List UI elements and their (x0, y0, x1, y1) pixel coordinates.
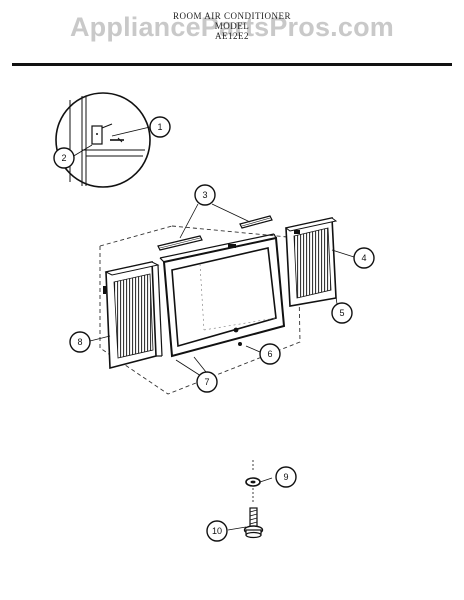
watermark-logo: AppliancePartsPros.com (69, 12, 394, 42)
callout-label: 10 (212, 526, 222, 536)
callout-7: 7 (196, 371, 218, 393)
callout-1: 1 (149, 116, 171, 138)
callout-8: 8 (69, 331, 91, 353)
cabinet-outline (99, 225, 301, 395)
callout-3: 3 (194, 184, 216, 206)
callout-2: 2 (53, 147, 75, 169)
diagram-title: ROOM AIR CONDITIONER (173, 11, 291, 21)
callout-6: 6 (259, 343, 281, 365)
callout-9: 9 (275, 466, 297, 488)
callout-5: 5 (331, 302, 353, 324)
model-number: AE12E2 (215, 31, 249, 41)
left-filter (103, 261, 163, 370)
callout-10: 10 (206, 520, 228, 542)
callout-label: 2 (61, 153, 66, 163)
front-frame (159, 233, 286, 358)
header-rule (12, 63, 452, 66)
washer (245, 460, 261, 504)
model-label: MODEL (214, 21, 250, 31)
callout-label: 5 (339, 308, 344, 318)
screw (243, 507, 264, 539)
callout-4: 4 (353, 247, 375, 269)
callout-label: 9 (283, 472, 288, 482)
detail-inset (55, 92, 151, 188)
callout-label: 3 (202, 190, 207, 200)
callout-label: 4 (361, 253, 366, 263)
callout-label: 8 (77, 337, 82, 347)
mounting-brackets (157, 215, 273, 251)
callout-label: 7 (204, 377, 209, 387)
callout-label: 6 (267, 349, 272, 359)
right-filter (284, 217, 338, 307)
callout-label: 1 (157, 122, 162, 132)
screw-small (238, 342, 242, 346)
